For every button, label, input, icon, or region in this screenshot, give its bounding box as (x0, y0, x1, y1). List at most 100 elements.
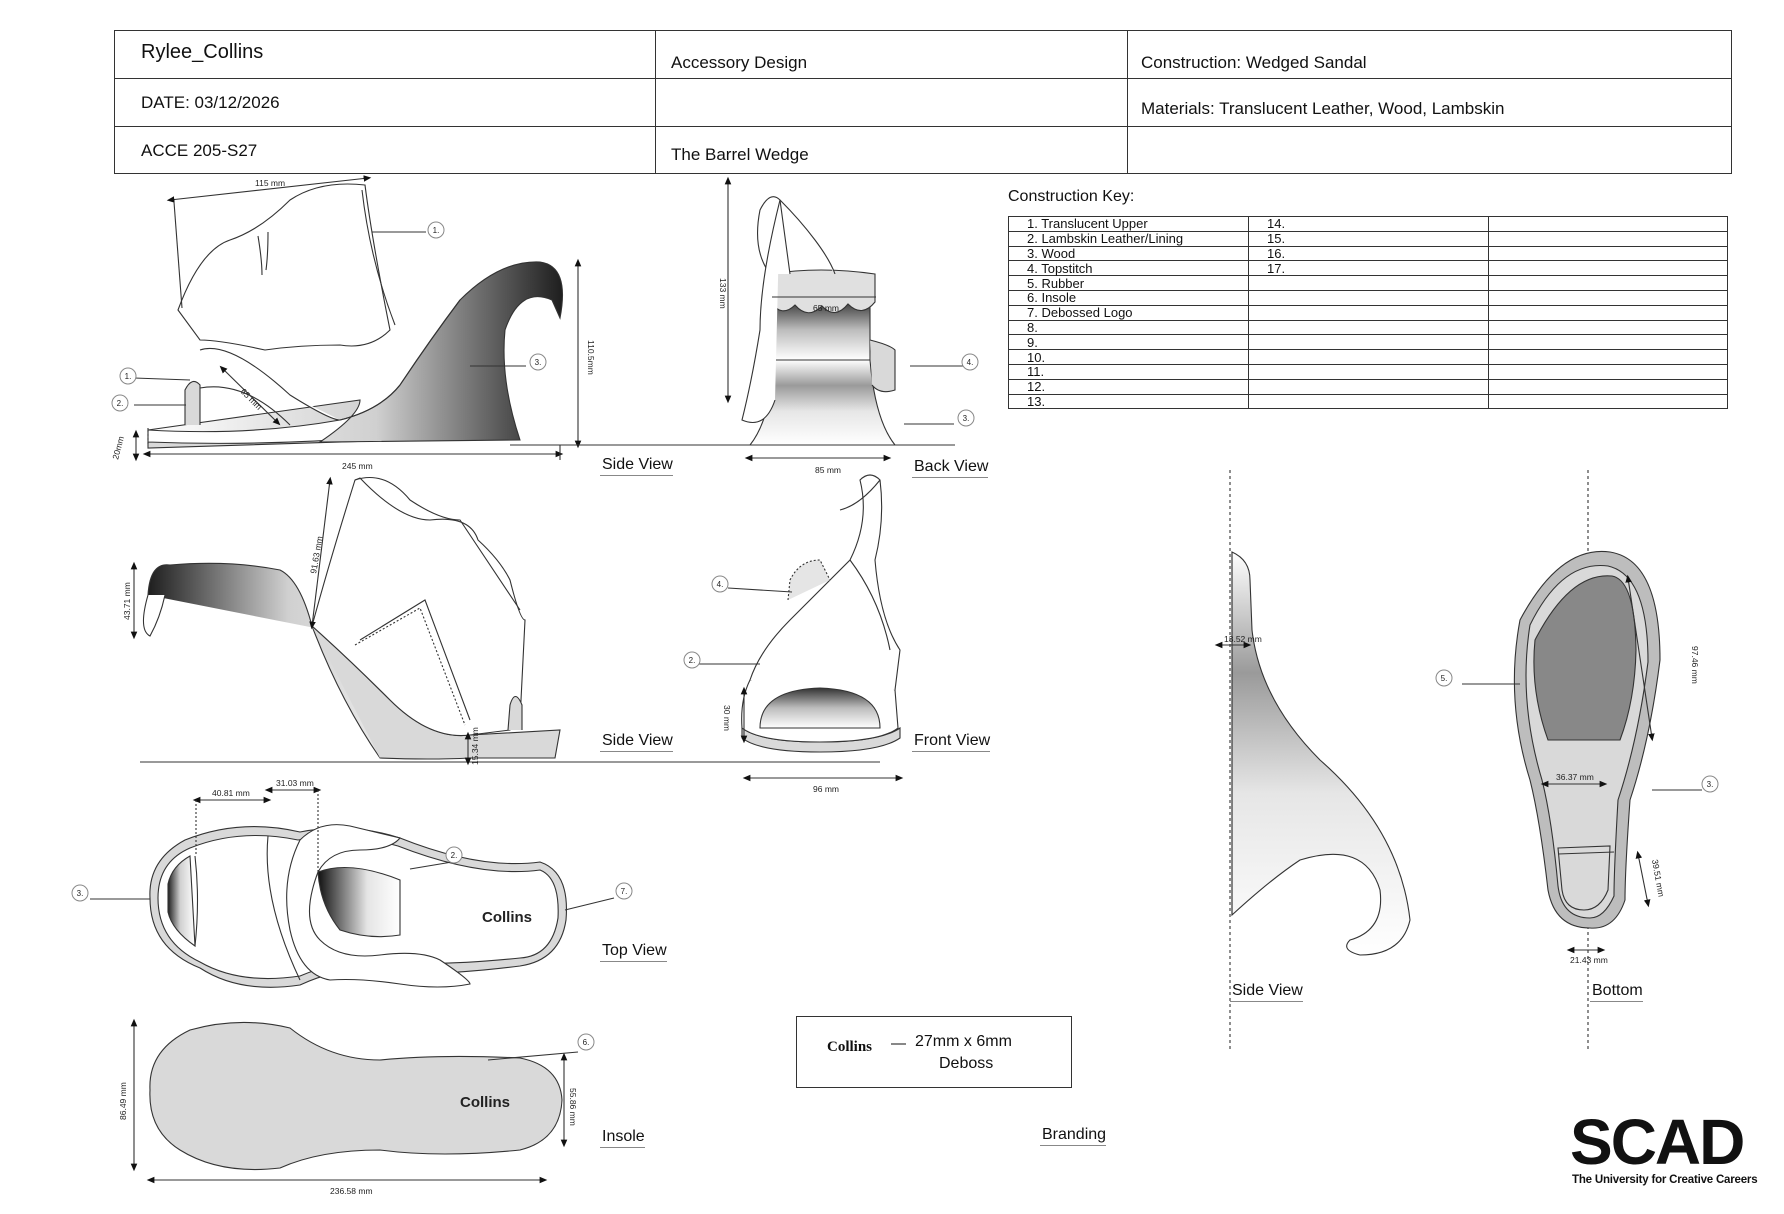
callout-3a: 3. (529, 353, 547, 371)
date-field: DATE: 03/12/2026 (141, 93, 280, 112)
side-view-2-drawing (130, 476, 880, 766)
svg-text:1.: 1. (125, 372, 132, 381)
label-branding: Branding (1040, 1126, 1107, 1146)
dim-133: 133 mm (718, 278, 728, 309)
svg-text:2.: 2. (117, 399, 124, 408)
side-view-1-drawing (132, 175, 955, 462)
insole-drawing (130, 1018, 568, 1184)
callout-2c: 2. (445, 846, 463, 864)
scad-logo: SCAD (1570, 1106, 1745, 1178)
dim-245: 245 mm (342, 461, 373, 471)
callout-1b: 1. (119, 367, 137, 385)
svg-text:6.: 6. (583, 1038, 590, 1047)
callout-6: 6. (577, 1033, 595, 1051)
svg-text:3.: 3. (1707, 780, 1714, 789)
label-side-view-3: Side View (1230, 982, 1303, 1002)
dim-36-37: 36.37 mm (1556, 772, 1594, 782)
callout-leaders (90, 231, 1702, 1061)
construction-type: Construction: Wedged Sandal (1141, 53, 1367, 72)
dim-15-34: 15.34 mm (470, 727, 480, 765)
key-cell: 3. Wood (1008, 245, 1249, 262)
dim-85: 85 mm (815, 465, 841, 475)
key-cell (1488, 393, 1728, 410)
svg-text:2.: 2. (451, 851, 458, 860)
svg-text:3.: 3. (963, 414, 970, 423)
designer-name: Rylee_Collins (141, 41, 264, 63)
course-code: ACCE 205-S27 (141, 141, 258, 160)
svg-text:2.: 2. (689, 656, 696, 665)
dim-20: 20mm (110, 435, 126, 460)
label-side-view-2: Side View (600, 732, 673, 752)
key-row: 12. (1008, 378, 1728, 395)
branding-logo: Collins (827, 1039, 873, 1055)
callout-2a: 2. (111, 394, 129, 412)
side-view-3-drawing (1214, 470, 1411, 1050)
callout-markers: 1. 1. 2. 3. 4. 3. 4. 2. 3. 2. 7. 6. 5. 3… (71, 221, 1719, 1051)
dim-97-46: 97.46 mm (1690, 646, 1700, 684)
dim-110-5: 110.5mm (586, 340, 596, 375)
dim-43-71: 43.71 mm (122, 582, 132, 620)
label-back-view: Back View (912, 458, 989, 478)
dim-39-51: 39.51 mm (1650, 859, 1666, 898)
dim-13-52: 13.52 mm (1224, 634, 1262, 644)
materials: Materials: Translucent Leather, Wood, La… (1141, 99, 1505, 118)
branding-size: 27mm x 6mm (915, 1033, 1012, 1050)
title-block: Rylee_Collins DATE: 03/12/2026 ACCE 205-… (114, 30, 1732, 174)
label-top-view: Top View (600, 942, 667, 962)
dim-236-58: 236.58 mm (330, 1186, 373, 1196)
svg-text:1.: 1. (433, 226, 440, 235)
branding-dash: — (891, 1035, 906, 1052)
svg-text:4.: 4. (717, 580, 724, 589)
project-name: The Barrel Wedge (671, 145, 809, 164)
label-side-view-1: Side View (600, 456, 673, 476)
dim-65b: 65 mm (813, 303, 839, 313)
dim-40-81: 40.81 mm (212, 788, 250, 798)
label-insole: Insole (600, 1128, 645, 1148)
branding-box: Collins — 27mm x 6mm Deboss (796, 1016, 1072, 1088)
callout-3b: 3. (957, 409, 975, 427)
svg-text:5.: 5. (1441, 674, 1448, 683)
department: Accessory Design (671, 53, 808, 72)
key-row: 5. Rubber (1008, 275, 1728, 291)
key-row: 9. (1008, 334, 1728, 351)
svg-text:4.: 4. (967, 358, 974, 367)
callout-4a: 4. (961, 353, 979, 371)
front-view-drawing (740, 474, 904, 782)
callout-5: 5. (1435, 669, 1453, 687)
key-cell: 2. Lambskin Leather/Lining (1008, 230, 1249, 247)
dim-31-03: 31.03 mm (276, 778, 314, 788)
svg-text:3.: 3. (77, 889, 84, 898)
top-view-drawing (149, 786, 568, 988)
bottom-drawing (1513, 470, 1661, 1050)
dim-96: 96 mm (813, 784, 839, 794)
svg-text:3.: 3. (535, 358, 542, 367)
callout-1a: 1. (427, 221, 445, 239)
top-view-logo: Collins (482, 909, 532, 926)
dim-91-63: 91.63 mm (308, 535, 324, 574)
label-front-view: Front View (912, 732, 991, 752)
dim-21-43: 21.43 mm (1570, 955, 1608, 965)
dim-30: 30 mm (722, 705, 732, 731)
branding-method: Deboss (939, 1055, 994, 1072)
dimension-labels: 115 mm 65 mm 20mm 245 mm 110.5mm 133 mm … (110, 178, 1700, 1196)
label-bottom: Bottom (1590, 982, 1643, 1002)
insole-logo: Collins (460, 1094, 510, 1111)
key-row: 11. (1008, 363, 1728, 380)
dim-55-86: 55.86 mm (568, 1088, 578, 1126)
callout-2b: 2. (683, 651, 701, 669)
construction-key-title: Construction Key: (1008, 188, 1135, 205)
svg-text:7.: 7. (621, 887, 628, 896)
dim-65a: 65 mm (239, 386, 264, 411)
dim-86-49: 86.49 mm (118, 1082, 128, 1120)
callout-4b: 4. (711, 575, 729, 593)
callout-7: 7. (615, 882, 633, 900)
callout-3d: 3. (1701, 775, 1719, 793)
dim-115: 115 mm (255, 178, 285, 188)
scad-tagline: The University for Creative Careers (1572, 1174, 1758, 1186)
